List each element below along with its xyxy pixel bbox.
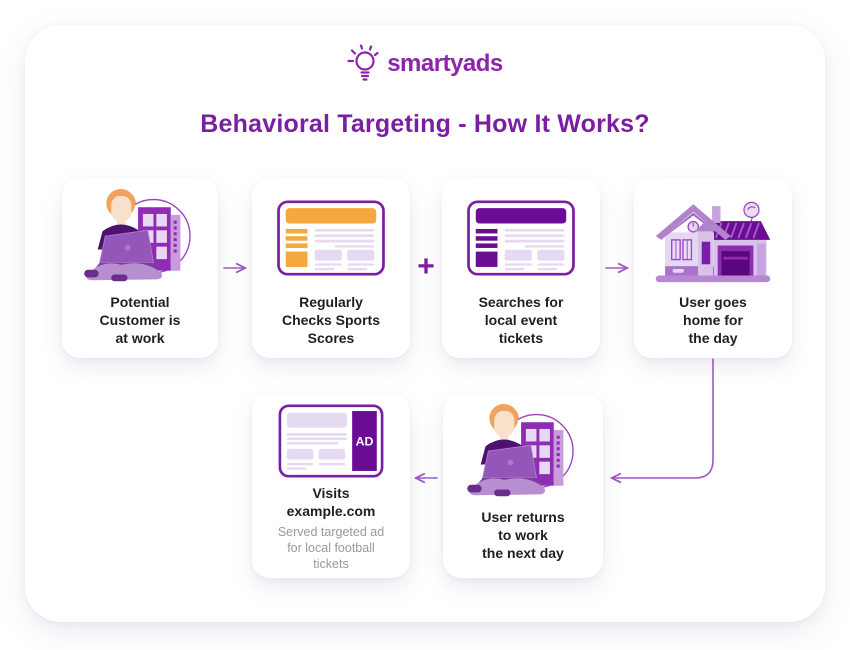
card-label: User goes home for the day bbox=[679, 294, 747, 346]
lightbulb-icon bbox=[347, 44, 379, 81]
card-label: Searches for local event tickets bbox=[478, 294, 564, 346]
sports-browser-icon bbox=[276, 184, 386, 292]
ad-badge: AD bbox=[356, 434, 374, 448]
card-label: Regularly Checks Sports Scores bbox=[281, 294, 381, 346]
card-label: Potential Customer is at work bbox=[99, 294, 181, 346]
brand-logo: smartyads bbox=[0, 44, 850, 84]
card-visits-example: AD Visits example.com Served targeted ad… bbox=[252, 393, 410, 578]
ad-browser-icon: AD bbox=[277, 399, 385, 483]
card-returns-to-work: User returns to work the next day bbox=[443, 393, 603, 578]
card-searches-tickets: Searches for local event tickets bbox=[442, 178, 600, 358]
card-goes-home: User goes home for the day bbox=[634, 178, 792, 358]
plus-connector: + bbox=[417, 249, 435, 283]
card-checks-sports: Regularly Checks Sports Scores bbox=[252, 178, 410, 358]
house-icon bbox=[652, 184, 774, 292]
brand-name: smartyads bbox=[387, 50, 503, 77]
card-label: User returns to work the next day bbox=[481, 509, 565, 561]
person-working-icon bbox=[82, 184, 198, 292]
card-potential-customer: Potential Customer is at work bbox=[62, 178, 218, 358]
tickets-browser-icon bbox=[466, 184, 576, 292]
card-sublabel: Served targeted ad for local football ti… bbox=[277, 524, 385, 572]
card-label: Visits example.com bbox=[286, 485, 376, 519]
person-working-icon bbox=[465, 399, 581, 507]
page-title: Behavioral Targeting - How It Works? bbox=[200, 110, 650, 138]
